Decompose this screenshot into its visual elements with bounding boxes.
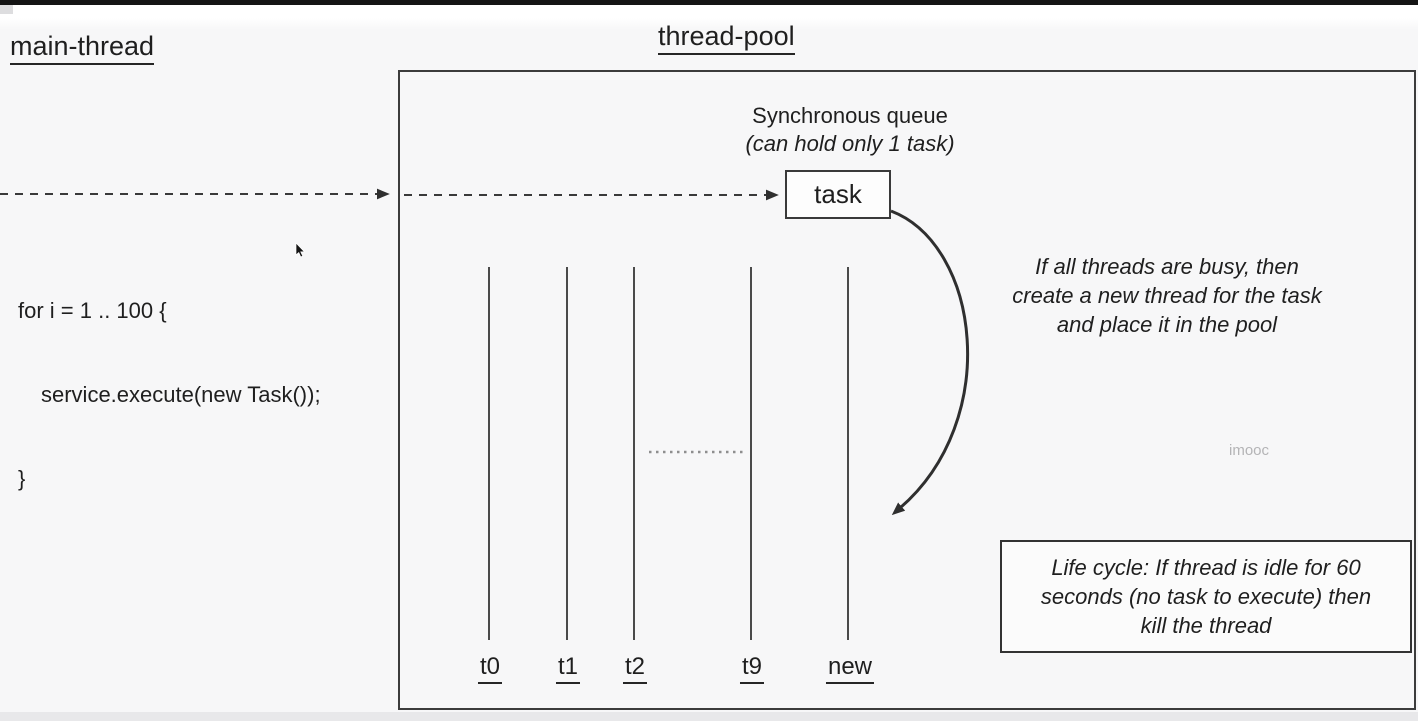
life-cycle-box: Life cycle: If thread is idle for 60 sec… [1000, 540, 1412, 653]
top-edge-bar [0, 0, 1418, 5]
thread-label-new: new [825, 653, 875, 684]
synchronous-queue-subtitle: (can hold only 1 task) [745, 131, 955, 156]
thread-label-t1: t1 [555, 653, 581, 684]
busy-threads-note: If all threads are busy, then create a n… [987, 252, 1347, 339]
thread-line-t9 [750, 267, 752, 640]
thread-line-t0 [488, 267, 490, 640]
busy-note-line: If all threads are busy, then [1035, 254, 1299, 279]
thread-pool-heading: thread-pool [658, 21, 795, 55]
bottom-edge-bar [0, 712, 1418, 721]
thread-line-t2 [633, 267, 635, 640]
imooc-watermark: imooc [1229, 442, 1270, 459]
thread-label-t9: t9 [739, 653, 765, 684]
code-block: for i = 1 .. 100 { service.execute(new T… [18, 241, 321, 549]
life-cycle-line: kill the thread [1140, 613, 1272, 638]
synchronous-queue-title: Synchronous queue [752, 103, 948, 128]
thread-pool-box [398, 70, 1416, 710]
task-label: task [814, 179, 862, 209]
code-line: for i = 1 .. 100 { [18, 298, 167, 323]
task-box: task [785, 170, 891, 219]
thread-label-t2: t2 [622, 653, 648, 684]
life-cycle-line: seconds (no task to execute) then [1040, 584, 1372, 609]
life-cycle-line: Life cycle: If thread is idle for 60 [1051, 555, 1361, 580]
main-thread-heading: main-thread [10, 31, 155, 65]
thread-line-t1 [566, 267, 568, 640]
thread-label-t0: t0 [477, 653, 503, 684]
busy-note-line: create a new thread for the task [1012, 283, 1322, 308]
thread-line-new [847, 267, 849, 640]
top-left-notch [0, 5, 13, 14]
code-line: } [18, 466, 26, 491]
code-line: service.execute(new Task()); [41, 382, 321, 407]
busy-note-line: and place it in the pool [1056, 312, 1278, 337]
